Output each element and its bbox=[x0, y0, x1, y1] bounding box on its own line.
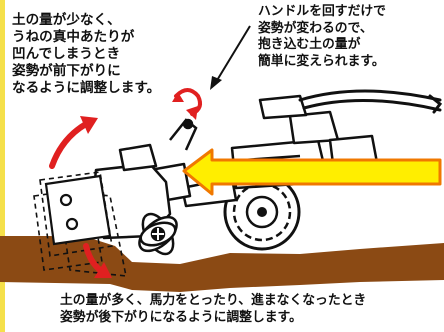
caption-line: 土の量が多く、馬力をとったり、進まなくなったとき bbox=[60, 293, 367, 308]
caption-line: 姿勢が前下がりに bbox=[12, 63, 121, 79]
rotor-cover bbox=[44, 174, 112, 246]
curved-arrow-down-icon bbox=[83, 243, 112, 278]
caption-line: 姿勢が変わるので、 bbox=[258, 20, 373, 36]
pointer-arrow-icon bbox=[210, 25, 251, 90]
rotor-tines bbox=[138, 212, 178, 256]
rotate-arrow-icon bbox=[172, 88, 202, 120]
tilt-handle bbox=[169, 118, 198, 151]
caption-line: 凹んでしまうとき bbox=[12, 46, 121, 62]
caption-line: 抱き込む土の量が bbox=[258, 37, 361, 52]
caption-line: うねの真中あたりが bbox=[12, 29, 135, 45]
caption-line: ハンドルを回すだけで bbox=[258, 4, 386, 19]
rear-wheel bbox=[223, 173, 301, 251]
caption-line: 土の量が少なく、 bbox=[12, 12, 121, 28]
backward-tilt-caption: 土の量が多く、馬力をとったり、進まなくなったとき 姿勢が後下がりになるように調整… bbox=[60, 292, 366, 326]
caption-line: なるように調整します。 bbox=[12, 80, 161, 96]
big-right-to-left-arrow-icon bbox=[182, 148, 442, 196]
left-edge-strip bbox=[0, 0, 5, 332]
forward-tilt-caption: 土の量が少なく、 うねの真中あたりが 凹んでしまうとき 姿勢が前下がりに なるよ… bbox=[12, 12, 160, 97]
caption-line: 簡単に変えられます。 bbox=[258, 53, 385, 69]
caption-line: 姿勢が後下がりになるように調整します。 bbox=[60, 310, 302, 325]
curved-arrow-up-icon bbox=[49, 116, 98, 169]
handle-bars bbox=[298, 89, 443, 114]
handle-caption: ハンドルを回すだけで 姿勢が変わるので、 抱き込む土の量が 簡単に変えられます。 bbox=[258, 4, 386, 70]
